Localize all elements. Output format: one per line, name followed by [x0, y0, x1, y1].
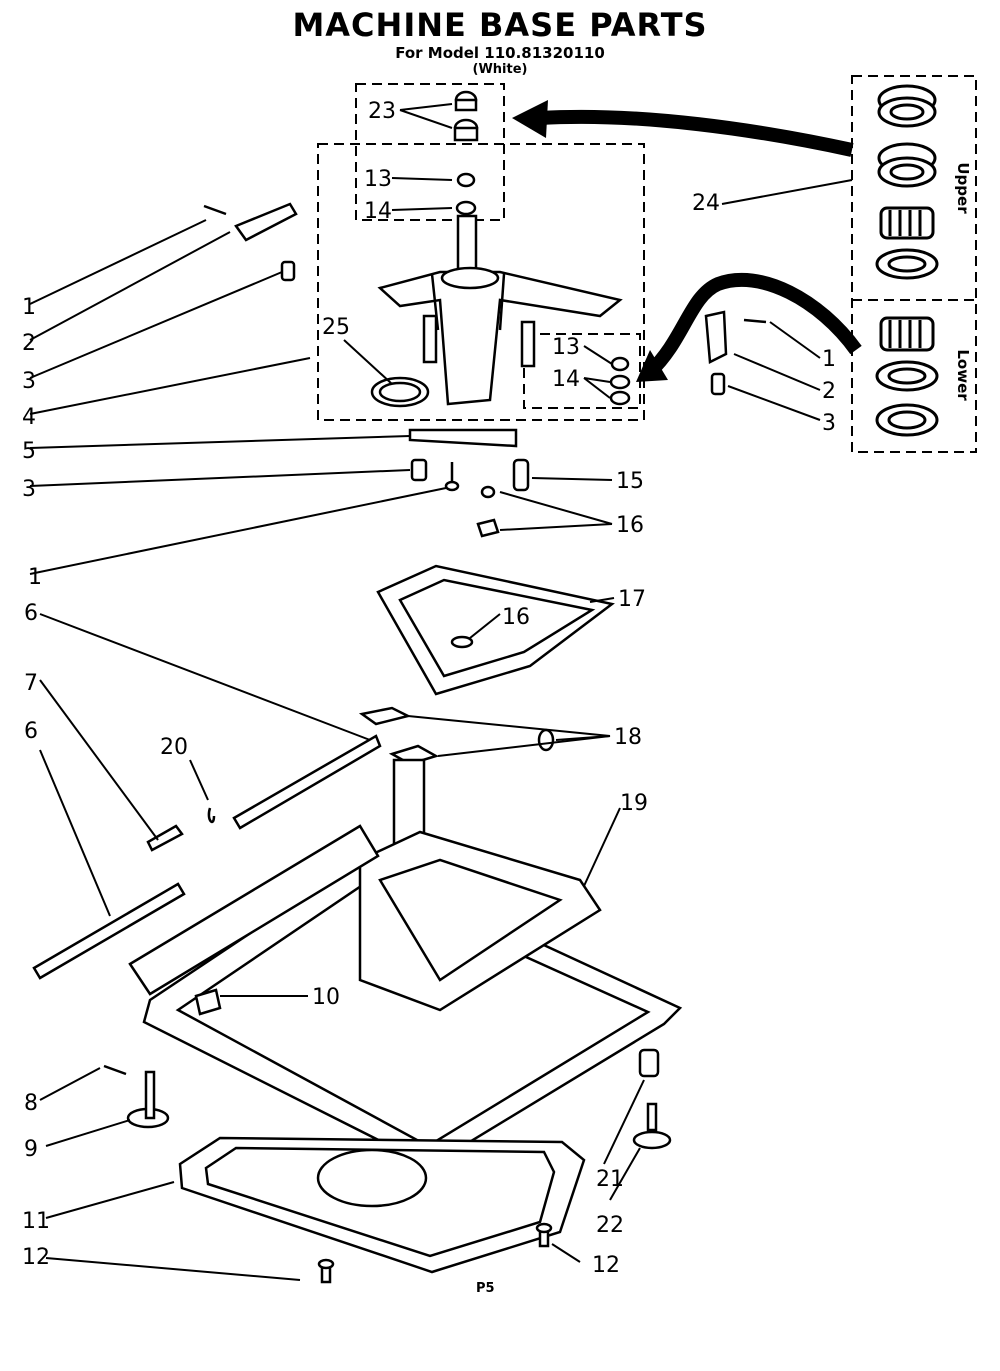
callout-2-right: 2 — [822, 379, 836, 404]
callout-3-left: 3 — [22, 369, 36, 394]
callout-20: 20 — [160, 735, 188, 760]
lower-bearing-set — [875, 316, 939, 437]
callout-1-top-left: 1 — [22, 295, 36, 320]
callout-1-mid-left: 1 — [28, 565, 42, 590]
callout-5: 5 — [22, 439, 36, 464]
callout-9: 9 — [24, 1137, 38, 1162]
callout-13-lower: 13 — [552, 335, 580, 360]
callout-19: 19 — [620, 791, 648, 816]
callout-23: 23 — [368, 99, 396, 124]
model-number: For Model 110.81320110 — [395, 44, 605, 62]
callout-25: 25 — [322, 315, 350, 340]
upper-parts — [203, 90, 767, 538]
callout-1-right: 1 — [822, 347, 836, 372]
lower-bearing-arrow — [636, 272, 862, 382]
suspension-frame — [376, 564, 615, 696]
base-parts — [32, 706, 683, 1284]
callout-14-upper: 14 — [364, 199, 392, 224]
callout-12-left: 12 — [22, 1245, 50, 1270]
callout-12-right: 12 — [592, 1253, 620, 1278]
assembly-dashed-boxes — [317, 83, 645, 421]
diagram-title: MACHINE BASE PARTS — [292, 6, 708, 44]
callout-13-upper: 13 — [364, 167, 392, 192]
callout-22: 22 — [596, 1213, 624, 1238]
model-color: (White) — [472, 62, 528, 77]
callout-8: 8 — [24, 1091, 38, 1116]
callout-4: 4 — [22, 405, 36, 430]
callout-15: 15 — [616, 469, 644, 494]
callout-24: 24 — [692, 191, 720, 216]
callout-11: 11 — [22, 1209, 50, 1234]
callout-6-lower: 6 — [24, 719, 38, 744]
upper-bearing-set — [875, 84, 939, 280]
callout-10: 10 — [312, 985, 340, 1010]
callout-labels: 23 13 14 24 1 2 3 4 25 5 3 1 6 7 6 20 8 … — [22, 99, 836, 1278]
page-code: P5 — [476, 1281, 495, 1296]
leader-lines — [29, 103, 853, 1281]
upper-bearing-arrow — [512, 100, 854, 157]
callout-3-right: 3 — [822, 411, 836, 436]
callout-21: 21 — [596, 1167, 624, 1192]
callout-18: 18 — [614, 725, 642, 750]
lower-label: Lower — [954, 349, 972, 401]
callout-14-lower: 14 — [552, 367, 580, 392]
callout-16-lower: 16 — [502, 605, 530, 630]
callout-6-upper: 6 — [24, 601, 38, 626]
callout-17: 17 — [618, 587, 646, 612]
callout-2-left: 2 — [22, 331, 36, 356]
bearing-side-box — [851, 75, 977, 453]
upper-label: Upper — [954, 162, 972, 214]
callout-16-upper: 16 — [616, 513, 644, 538]
callout-3-mid-left: 3 — [22, 477, 36, 502]
callout-7: 7 — [24, 671, 38, 696]
